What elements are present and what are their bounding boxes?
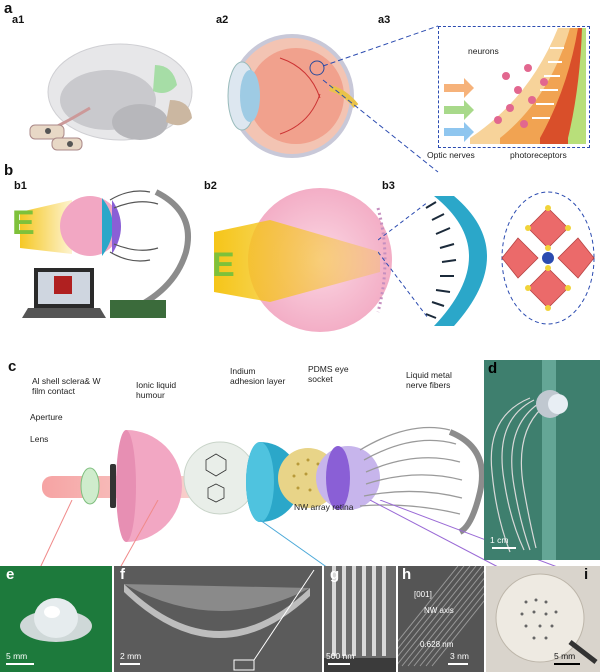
- g-scalebar: [328, 663, 350, 665]
- c-label-adhesion-layer: adhesion layer: [230, 376, 286, 386]
- c-label-nerve-fibers: nerve fibers: [406, 380, 451, 390]
- c-label-indium: Indium: [230, 366, 256, 376]
- b2-eye-sphere: [214, 188, 392, 332]
- h-scalebar: [448, 663, 468, 665]
- b3-perovskite-crystal: [501, 191, 595, 325]
- f-sem-hemisphere-photo: [114, 566, 322, 672]
- c-label-lens: Lens: [30, 434, 49, 444]
- c-label-liquid-metal: Liquid metal: [406, 370, 452, 380]
- c-label-pdms: PDMS eye: [308, 364, 349, 374]
- d-scalebar-label: 1 cm: [490, 535, 509, 545]
- panel-label-d: d: [488, 360, 498, 377]
- panel-label-a: a: [4, 0, 13, 17]
- b1-letter-E: E: [12, 204, 35, 242]
- b2-letter-E: E: [212, 246, 235, 284]
- panel-label-g: g: [330, 566, 340, 583]
- d-device-photo: [484, 360, 600, 560]
- h-label-direction: [001]: [414, 590, 432, 599]
- panel-label-b2: b2: [204, 180, 217, 192]
- h-label-spacing: 0.628 nm: [420, 640, 454, 649]
- panel-label-h: h: [402, 566, 412, 583]
- panel-label-e: e: [6, 566, 15, 583]
- b3-nanowire-retina: [425, 196, 487, 326]
- f-scalebar-label: 2 mm: [120, 651, 142, 661]
- f-scalebar: [120, 663, 140, 665]
- a3-label-optic-nerves: Optic nerves: [427, 150, 475, 160]
- panel-label-a2: a2: [216, 14, 229, 26]
- e-lens-photo: [0, 566, 112, 672]
- panel-label-a1: a1: [12, 14, 25, 26]
- c-label-humour: humour: [136, 390, 165, 400]
- e-scalebar-label: 5 mm: [6, 651, 28, 661]
- b1-artificial-eye-setup: [20, 189, 191, 318]
- panel-label-b: b: [4, 162, 14, 179]
- a3-retina-zoom-box: [438, 26, 590, 148]
- c-label-aperture: Aperture: [30, 412, 63, 422]
- brain-illustration: [29, 43, 193, 151]
- panel-label-b3: b3: [382, 180, 395, 192]
- eye-illustration: [227, 34, 359, 158]
- c-exploded-eye-diagram: [42, 426, 485, 542]
- h-tem-lattice-photo: [398, 566, 484, 672]
- c-label-ionic-liquid: Ionic liquid: [136, 380, 177, 390]
- a3-label-photoreceptors: photoreceptors: [510, 150, 567, 160]
- g-scalebar-label: 500 nm: [326, 651, 355, 661]
- i-socket-photo: [486, 566, 600, 672]
- a3-label-neurons: neurons: [468, 46, 499, 56]
- b3-connectors: [378, 201, 429, 319]
- e-scalebar: [6, 663, 34, 665]
- c-label-al-shell: Al shell sclera& W: [32, 376, 101, 386]
- panel-label-b1: b1: [14, 180, 27, 192]
- a-zoom-connectors: [322, 25, 439, 173]
- panel-label-i: i: [584, 566, 589, 583]
- d-scalebar: [492, 547, 516, 549]
- h-scalebar-label: 3 nm: [450, 651, 469, 661]
- c-label-nw-array-retina: NW array retina: [294, 502, 354, 512]
- h-label-nw-axis: NW axis: [424, 606, 454, 615]
- panel-label-c: c: [8, 358, 17, 375]
- i-scalebar-label: 5 mm: [554, 651, 576, 661]
- panel-label-f: f: [120, 566, 125, 583]
- c-label-film-contact: film contact: [32, 386, 75, 396]
- i-scalebar: [554, 663, 580, 665]
- panel-label-a3: a3: [378, 14, 391, 26]
- a3-retina-layers: [444, 28, 586, 144]
- g-nanowire-sem-photo: [324, 566, 396, 672]
- c-label-socket: socket: [308, 374, 333, 384]
